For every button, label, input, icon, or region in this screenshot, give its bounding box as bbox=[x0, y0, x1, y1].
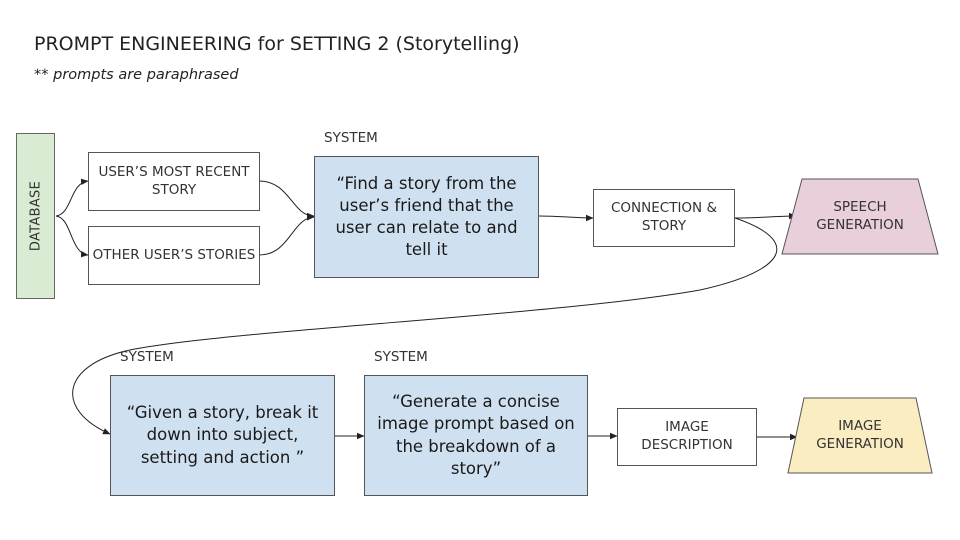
connector-prompt-to-connection bbox=[538, 214, 594, 222]
prompt-breakdown-node: “Given a story, break it down into subje… bbox=[110, 375, 335, 496]
image-generation-shape bbox=[787, 397, 933, 474]
image-description-node: IMAGE DESCRIPTION bbox=[617, 408, 757, 466]
prompt-find-story-node: “Find a story from the user’s friend tha… bbox=[314, 156, 539, 278]
prompt-breakdown-text: “Given a story, break it down into subje… bbox=[126, 403, 319, 467]
connector-connection-to-breakdown bbox=[72, 217, 778, 435]
other-users-stories-node: OTHER USER’S STORIES bbox=[88, 226, 260, 285]
connector-db-to-recent-story bbox=[55, 178, 89, 217]
system-label-1: SYSTEM bbox=[324, 130, 378, 146]
database-label: DATABASE bbox=[28, 180, 43, 252]
connector-db-to-other-stories bbox=[55, 215, 89, 258]
diagram-subtitle: ** prompts are paraphrased bbox=[34, 67, 239, 83]
system-label-3: SYSTEM bbox=[374, 349, 428, 365]
speech-generation-label: SPEECH GENERATION bbox=[816, 198, 904, 233]
connection-story-node: CONNECTION & STORY bbox=[593, 189, 735, 247]
user-recent-story-label: USER’S MOST RECENT STORY bbox=[98, 163, 250, 198]
database-node: DATABASE bbox=[16, 133, 55, 299]
diagram-title: PROMPT ENGINEERING for SETTING 2 (Storyt… bbox=[34, 33, 520, 55]
prompt-image-text: “Generate a concise image prompt based o… bbox=[377, 392, 575, 478]
connector-connection-to-speech bbox=[734, 212, 797, 220]
connector-recent-to-prompt bbox=[258, 180, 315, 220]
system-label-2: SYSTEM bbox=[120, 349, 174, 365]
speech-generation-shape bbox=[781, 178, 939, 255]
connector-other-to-prompt bbox=[258, 214, 315, 256]
connection-story-label: CONNECTION & STORY bbox=[611, 200, 717, 234]
prompt-find-story-text: “Find a story from the user’s friend tha… bbox=[335, 173, 518, 260]
user-recent-story-node: USER’S MOST RECENT STORY bbox=[88, 152, 260, 211]
image-generation-label: IMAGE GENERATION bbox=[816, 417, 904, 452]
prompt-image-node: “Generate a concise image prompt based o… bbox=[364, 375, 588, 496]
other-users-stories-label: OTHER USER’S STORIES bbox=[92, 246, 256, 263]
image-description-label: IMAGE DESCRIPTION bbox=[641, 419, 733, 453]
